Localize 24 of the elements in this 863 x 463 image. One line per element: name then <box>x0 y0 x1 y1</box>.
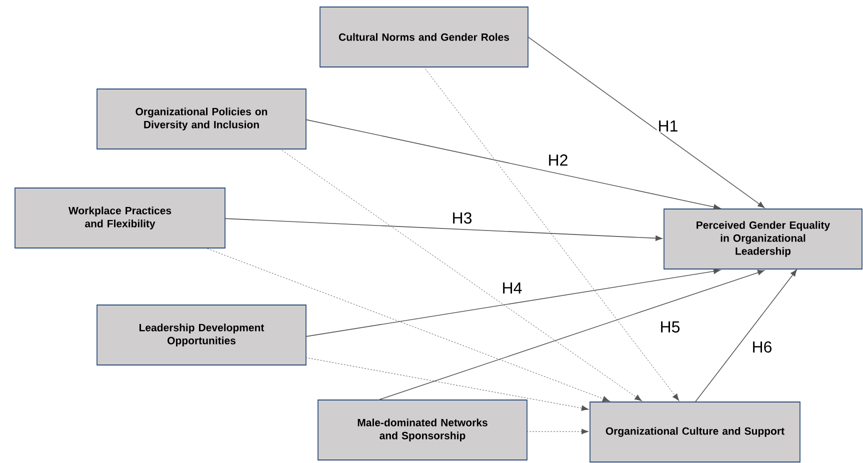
edge-label: H1 <box>656 120 680 132</box>
process-box: Perceived Gender Equality in Organizational Leadership <box>664 208 862 270</box>
edge-label: H5 <box>658 320 682 334</box>
arrow <box>379 270 764 400</box>
arrow <box>204 247 610 402</box>
arrow <box>279 148 642 402</box>
arrow <box>305 268 720 337</box>
arrow <box>224 218 662 241</box>
process-box: Organizational Culture and Support <box>590 402 800 462</box>
arrow <box>527 36 765 208</box>
arrow <box>526 428 589 434</box>
arrow <box>305 357 589 411</box>
process-box: Workplace Practices and Flexibility <box>14 188 226 248</box>
arrow <box>305 119 720 210</box>
edge-label: H3 <box>450 211 474 225</box>
process-box: Organizational Policies on Diversity and Inclusion <box>96 88 306 150</box>
process-box: Leadership Development Opportunities <box>96 304 306 366</box>
edge-label: H2 <box>546 153 570 167</box>
edge-label: H6 <box>750 340 774 354</box>
arrow <box>423 66 680 401</box>
arrow <box>695 269 797 402</box>
process-box: Cultural Norms and Gender Roles <box>320 6 528 68</box>
edge-label: H4 <box>500 282 524 294</box>
process-box: Male-dominated Networks and Sponsorship <box>318 400 528 460</box>
